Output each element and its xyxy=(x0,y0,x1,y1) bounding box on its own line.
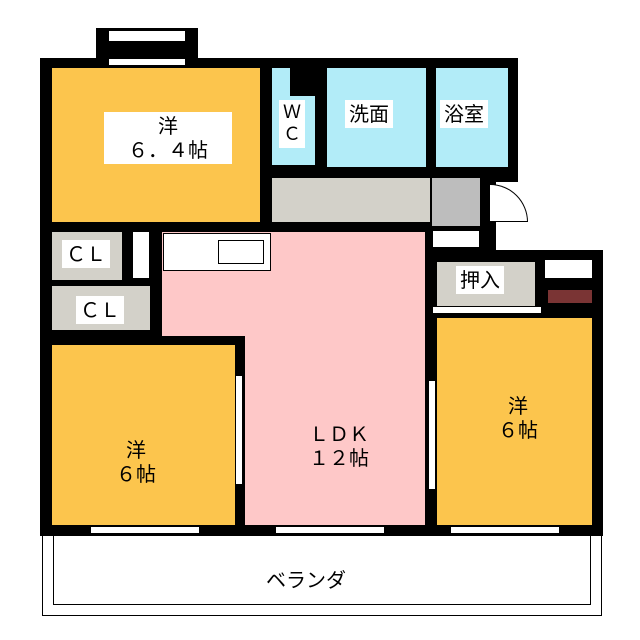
room-label: 洋 ６帖 xyxy=(116,438,156,486)
window-interior xyxy=(428,380,436,490)
window-north xyxy=(108,30,186,42)
meter-box xyxy=(548,290,592,303)
hallway xyxy=(272,178,430,222)
entrance-door[interactable] xyxy=(490,184,528,222)
veranda-label: ベランダ xyxy=(262,566,350,594)
kitchen-counter xyxy=(163,233,271,271)
sink xyxy=(218,240,264,264)
room-label: 洋 ６．４帖 xyxy=(104,112,232,164)
closet-2-label: ＣＬ xyxy=(76,296,124,324)
window-south xyxy=(90,526,200,534)
pipe-space xyxy=(133,232,149,278)
wc-label: Ｗ Ｃ xyxy=(279,100,305,148)
ldk-label: ＬＤＫ １２帖 xyxy=(309,422,369,470)
air-vent xyxy=(545,260,592,278)
washroom-label: 洗面 xyxy=(345,100,393,128)
room-western-east xyxy=(437,318,592,525)
shoe-cabinet xyxy=(432,230,480,248)
window-interior xyxy=(235,375,243,485)
bathroom-label: 浴室 xyxy=(440,100,488,128)
room-western-southwest xyxy=(52,345,235,525)
closet-1-label: ＣＬ xyxy=(62,240,110,268)
entrance xyxy=(432,178,480,226)
oshiire-label: 押入 xyxy=(456,266,504,294)
room-label: 洋 ６帖 xyxy=(498,394,538,442)
window-south xyxy=(450,526,560,534)
window-south xyxy=(275,526,385,534)
